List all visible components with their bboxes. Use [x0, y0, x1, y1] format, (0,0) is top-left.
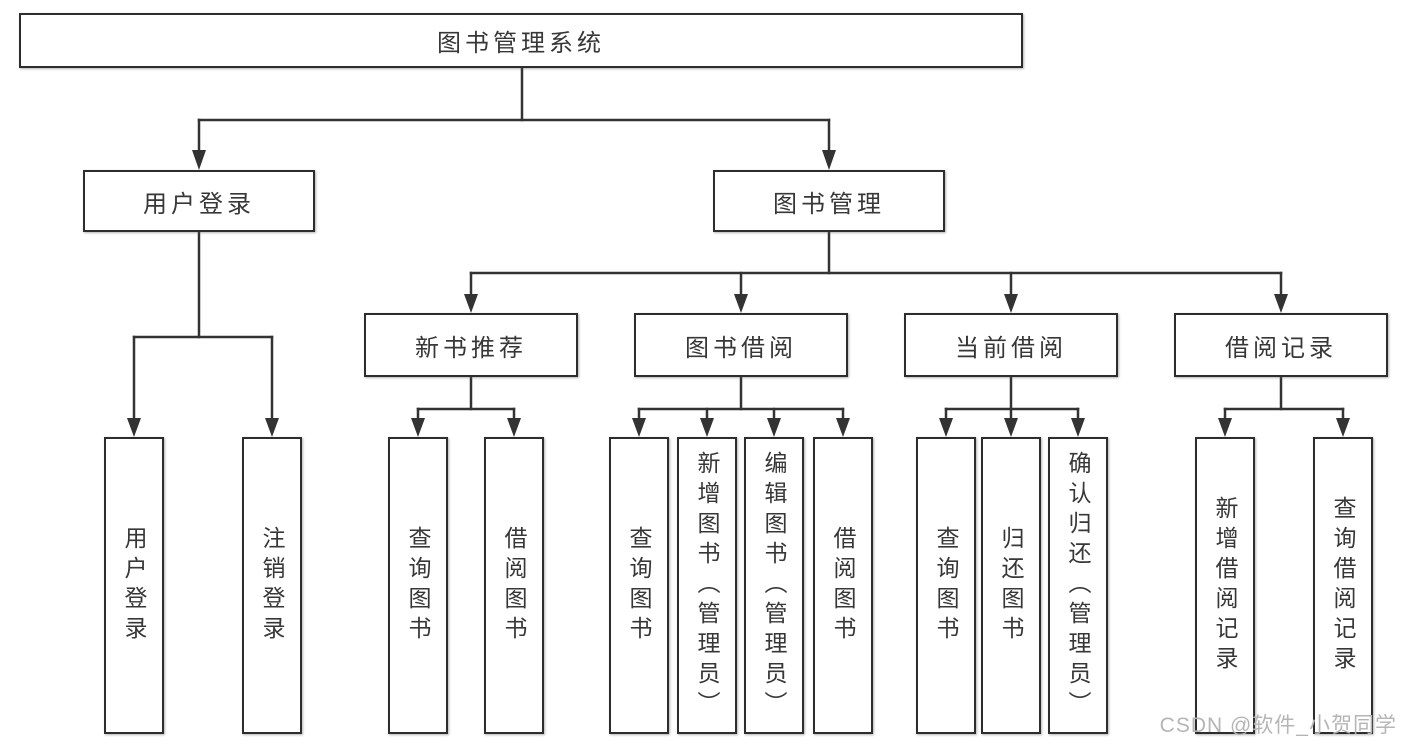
node-root-library-system: 图书管理系统	[19, 13, 1023, 68]
leaf-newbook-borrow-books: 借阅图书	[484, 437, 544, 734]
leaf-user-login: 用户登录	[104, 437, 164, 734]
leaf-records-query-record: 查询借阅记录	[1313, 437, 1373, 734]
leaf-current-confirm-return-admin: 确认归还（管理员）	[1048, 437, 1108, 734]
leaf-newbook-query-books: 查询图书	[388, 437, 448, 734]
leaf-records-add-record: 新增借阅记录	[1195, 437, 1255, 734]
node-user-login: 用户登录	[83, 170, 315, 232]
node-borrow-records: 借阅记录	[1174, 313, 1388, 377]
node-current-borrow: 当前借阅	[904, 313, 1118, 377]
node-book-management: 图书管理	[713, 170, 945, 232]
leaf-current-query-books: 查询图书	[916, 437, 976, 734]
leaf-borrow-edit-books-admin: 编辑图书（管理员）	[744, 437, 804, 734]
leaf-borrow-add-books-admin: 新增图书（管理员）	[677, 437, 737, 734]
leaf-borrow-query-books: 查询图书	[609, 437, 669, 734]
node-new-book-recommend: 新书推荐	[364, 313, 578, 377]
node-book-borrow: 图书借阅	[634, 313, 848, 377]
leaf-current-return-books: 归还图书	[981, 437, 1041, 734]
leaf-logout: 注销登录	[242, 437, 302, 734]
leaf-borrow-borrow-books: 借阅图书	[813, 437, 873, 734]
arrowhead-icons	[127, 150, 1350, 437]
